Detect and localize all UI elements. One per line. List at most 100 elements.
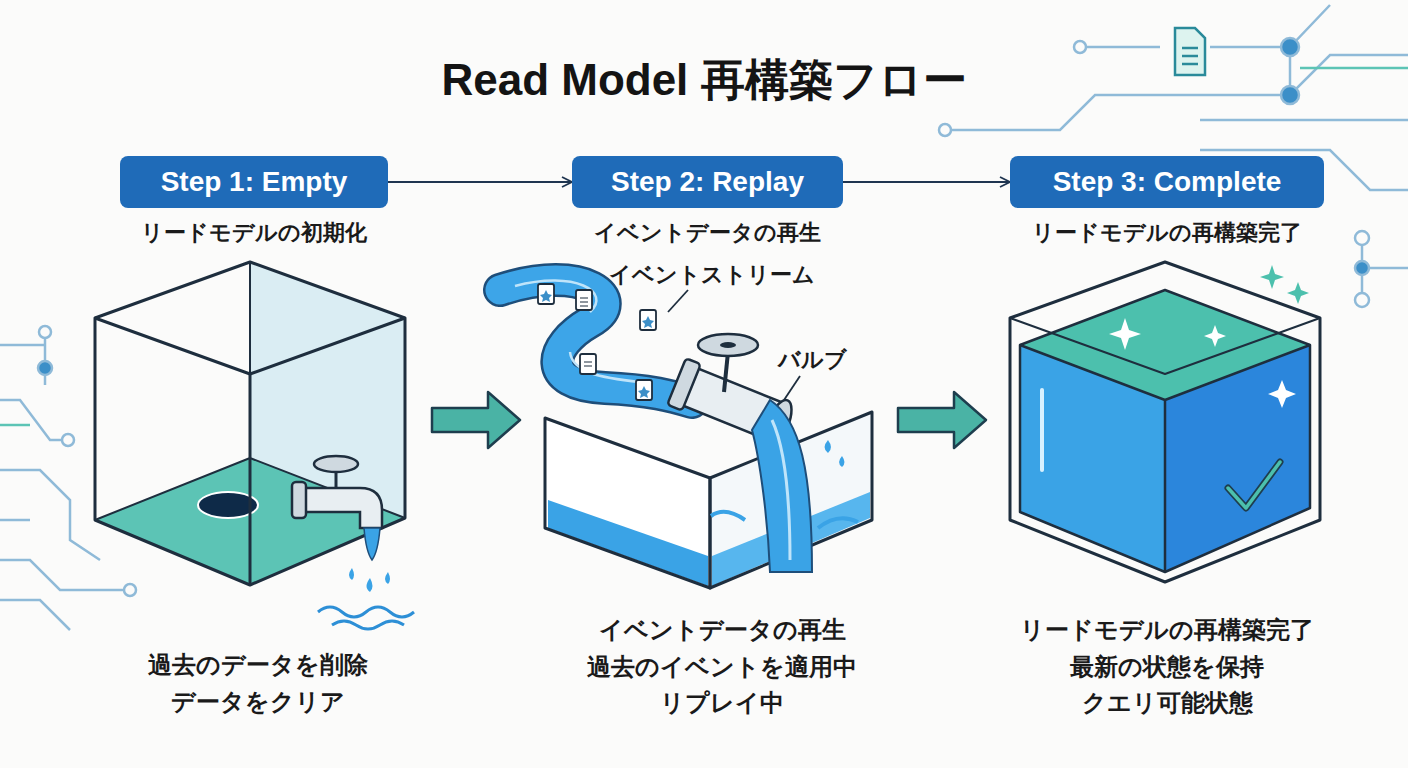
empty-box-illustration (332, 621, 404, 629)
replay-illustration (724, 352, 728, 392)
complete-cube-illustration (1010, 262, 1320, 582)
replay-illustration (711, 512, 858, 528)
sparkle (1287, 282, 1309, 304)
leader-line (668, 290, 688, 312)
circuit-decoration (1080, 46, 1160, 49)
step-description: 過去のデータを削除 (48, 650, 468, 680)
replay-illustration (515, 280, 640, 382)
replay-illustration (698, 334, 758, 356)
circuit-decoration (0, 600, 70, 630)
sparkle (1204, 325, 1226, 347)
circuit-node (124, 584, 136, 596)
empty-box-illustration (95, 262, 405, 520)
circuit-decoration (0, 344, 45, 347)
replay-illustration (825, 440, 832, 453)
replay-illustration (540, 290, 654, 398)
replay-illustration (667, 358, 701, 410)
circuit-node (39, 326, 51, 338)
empty-box-illustration (385, 572, 390, 584)
step-badge: Step 2: Replayイベントデータの再生 (572, 156, 843, 208)
step-description: クエリ可能状態 (957, 688, 1377, 718)
replay-illustration (538, 284, 656, 400)
complete-cube-illustration (1228, 462, 1280, 508)
complete-cube-illustration (1020, 345, 1165, 572)
step-title: Step 2: Replay (611, 166, 804, 198)
step-badge: Step 1: Emptyリードモデルの初期化 (120, 156, 388, 208)
document-icon (1182, 48, 1198, 64)
complete-cube-illustration (1020, 290, 1310, 572)
empty-box-illustration (292, 482, 306, 518)
complete-cube-illustration (1040, 390, 1044, 470)
callout-label: バルブ (602, 345, 1022, 375)
step-description: リプレイ中 (512, 688, 932, 718)
flow-arrow (432, 392, 520, 448)
circuit-decoration (0, 5, 1408, 630)
complete-cube-illustration (1010, 262, 1320, 582)
complete-cube-illustration (1228, 462, 1280, 508)
complete-cube-illustration (1010, 262, 1320, 582)
replay-illustration (548, 500, 708, 586)
sparkle (1268, 380, 1296, 408)
sparkle (1109, 318, 1296, 408)
complete-cube-illustration (1020, 345, 1310, 572)
sparkle (1109, 318, 1141, 350)
step-description: データをクリア (48, 687, 468, 717)
replay-illustration (580, 354, 596, 374)
step-description: イベントデータの再生 (512, 615, 932, 645)
circuit-node (1355, 261, 1369, 275)
leader-line (668, 290, 800, 400)
empty-box-illustration (300, 488, 382, 528)
step-title: Step 3: Complete (1053, 166, 1282, 198)
empty-box-illustration (314, 456, 358, 472)
empty-box-illustration (349, 568, 354, 580)
replay-illustration (638, 386, 650, 398)
replay-illustration (545, 418, 710, 588)
step-subtitle: リードモデルの初期化 (40, 218, 468, 248)
circuit-node (1355, 231, 1369, 245)
empty-box-illustration (367, 578, 373, 592)
replay-illustration (839, 456, 845, 467)
circuit-node (939, 124, 951, 136)
circuit-decoration (0, 519, 30, 522)
replay-illustration (500, 280, 872, 588)
replay-illustration (720, 342, 736, 348)
step-subtitle: イベントデータの再生 (492, 218, 923, 248)
step-description: 過去のイベントを適用中 (512, 652, 932, 682)
circuit-decoration (1200, 119, 1408, 122)
step-badge: Step 3: Completeリードモデルの再構築完了 (1010, 156, 1324, 208)
complete-cube-illustration (1010, 318, 1320, 374)
replay-illustration (642, 316, 654, 328)
document-icon (1175, 28, 1205, 75)
document-icon (1175, 28, 1205, 75)
circuit-node (1281, 86, 1299, 104)
empty-box-illustration (318, 607, 414, 617)
replay-illustration (538, 284, 554, 304)
step-description: 最新の状態を保持 (957, 652, 1377, 682)
replay-illustration (540, 290, 552, 302)
replay-illustration (640, 310, 656, 330)
circuit-decoration (0, 470, 100, 560)
callout-label: イベントストリーム (502, 260, 922, 290)
step-description: リードモデルの再構築完了 (957, 615, 1377, 645)
replay-illustration (500, 280, 692, 402)
diagram-title: Read Model 再構築フロー (0, 52, 1408, 108)
circuit-node (38, 361, 52, 375)
replay-illustration (545, 412, 872, 588)
leader-line (784, 376, 800, 400)
circuit-decoration (1210, 5, 1330, 47)
replay-illustration (752, 400, 812, 572)
empty-box-illustration (95, 262, 405, 585)
step-subtitle: リードモデルの再構築完了 (930, 218, 1404, 248)
circuit-node (1355, 293, 1369, 307)
step-title: Step 1: Empty (161, 166, 348, 198)
empty-box-illustration (364, 528, 380, 560)
circuit-decoration (0, 560, 130, 590)
replay-illustration (500, 280, 692, 402)
circuit-node (1074, 41, 1086, 53)
replay-illustration (576, 290, 592, 310)
replay-illustration (772, 420, 790, 560)
circuit-node (62, 434, 74, 446)
circuit-node (1281, 38, 1299, 56)
flow-connector (843, 181, 1010, 183)
